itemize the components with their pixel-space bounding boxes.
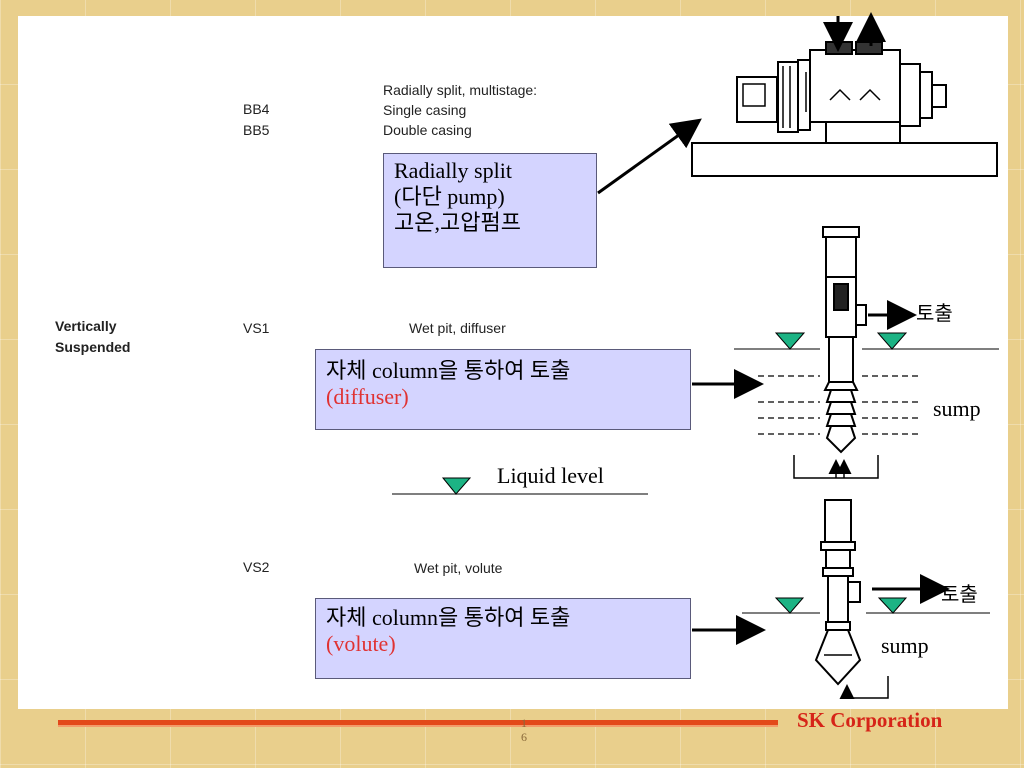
category-line1: Vertically [55, 318, 117, 334]
page-number-line1: 1 [521, 716, 527, 730]
page-number-line2: 6 [521, 730, 527, 744]
vs1-pump-drawing [822, 226, 867, 454]
vs2-pump-drawing [814, 499, 862, 686]
bb-pump-drawing [691, 41, 998, 177]
sump-label-vs2: sump [881, 633, 929, 658]
discharge-label-vs2: 토출 [941, 584, 978, 606]
liquid-level-marker-icon [441, 477, 472, 495]
callout-bb-line3: 고온,고압펌프 [394, 210, 521, 235]
liquid-level-label: Liquid level [497, 463, 604, 488]
page-number: 1 6 [518, 716, 530, 744]
vs2-code: VS2 [243, 559, 270, 575]
callout-vs2-line1: 자체 column을 통하여 토출 [326, 605, 571, 630]
callout-radially-split: Radially split (다단 pump) 고온,고압펌프 [383, 153, 597, 268]
vs1-desc: Wet pit, diffuser [409, 320, 506, 336]
liquid-marker-icon [876, 332, 908, 350]
callout-vs1-line1: 자체 column을 통하여 토출 [326, 358, 571, 383]
bb-desc-single: Single casing [383, 102, 467, 118]
vs2-desc: Wet pit, volute [414, 560, 503, 576]
bb-code-bb5: BB5 [243, 122, 270, 138]
callout-bb-line1: Radially split [394, 158, 512, 183]
callout-vs1-line2: (diffuser) [326, 384, 409, 409]
callout-vs2-line2: (volute) [326, 631, 396, 656]
callout-bb-line2: (다단 pump) [394, 184, 505, 209]
brand-logo-text: SK Corporation [797, 708, 943, 732]
liquid-marker-icon [877, 597, 908, 614]
sump-label-vs1: sump [933, 396, 981, 421]
callout-vs2: 자체 column을 통하여 토출 (volute) [315, 598, 691, 679]
bb-code-bb4: BB4 [243, 101, 270, 117]
vs1-code: VS1 [243, 320, 270, 336]
bb-desc-double: Double casing [383, 122, 472, 138]
footer-divider [58, 720, 778, 727]
discharge-label-vs1: 토출 [916, 303, 953, 325]
category-line2: Suspended [55, 339, 131, 355]
liquid-marker-icon [774, 597, 805, 614]
bb-header: Radially split, multistage: [383, 82, 538, 98]
liquid-marker-icon [774, 332, 806, 350]
callout-vs1: 자체 column을 통하여 토출 (diffuser) [315, 349, 691, 430]
